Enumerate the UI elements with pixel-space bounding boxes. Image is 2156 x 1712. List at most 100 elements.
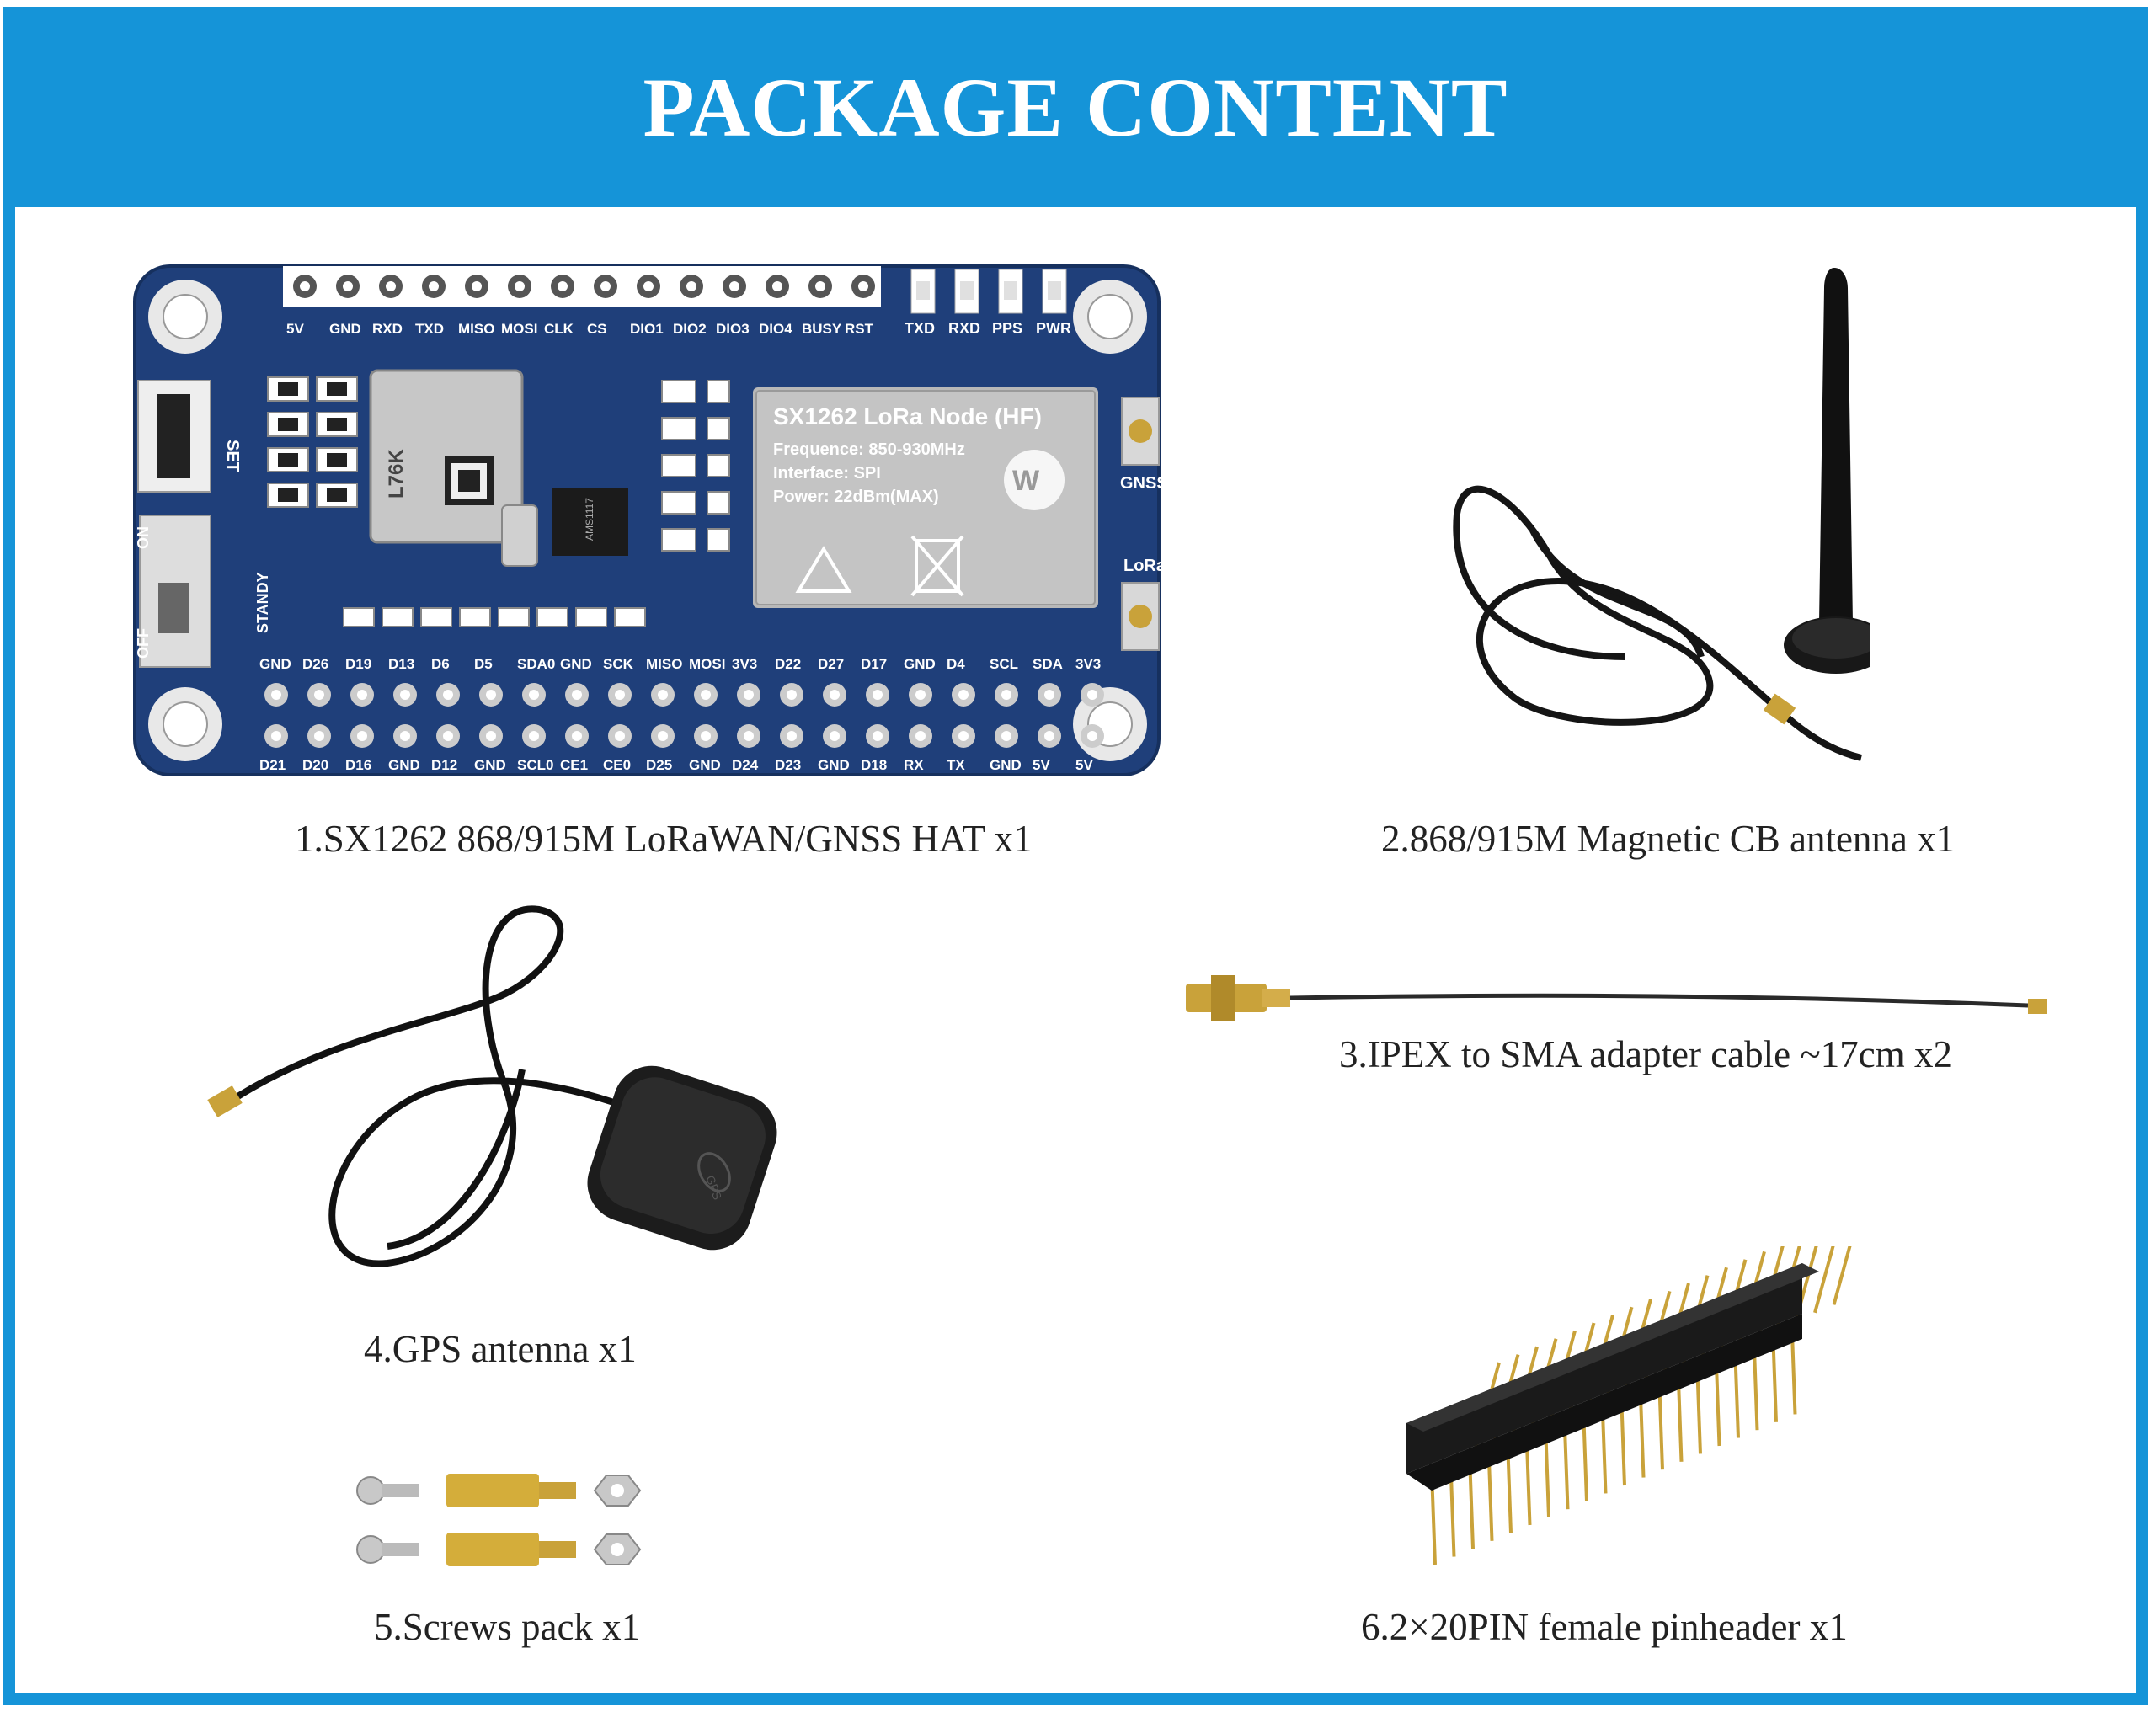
module-line-interface: Interface: SPI <box>773 464 881 483</box>
smd-component <box>661 528 696 552</box>
top-pin-label: BUSY <box>802 321 842 337</box>
gpio-top-label: D26 <box>302 656 328 672</box>
gpio-bottom-label: D24 <box>732 757 759 773</box>
switch-off-label: OFF <box>135 628 152 659</box>
weee-bin-icon <box>915 539 960 593</box>
screw-row-1 <box>356 1474 642 1507</box>
gpio-bottom-label: GND <box>689 757 721 773</box>
antenna-whip <box>1819 268 1853 623</box>
regulator-text: AMS1117 <box>584 498 595 541</box>
gpio-bottom-label: D16 <box>345 757 371 773</box>
voltage-regulator <box>552 488 628 556</box>
screw-row-2 <box>356 1533 642 1566</box>
gpio-top-label: D27 <box>818 656 844 672</box>
smd-component <box>661 380 696 403</box>
gps-sma-connector <box>207 1085 243 1117</box>
smd-component <box>707 454 730 477</box>
gpio-bottom-label: 5V <box>1075 757 1093 773</box>
module-title: SX1262 LoRa Node (HF) <box>773 403 1042 429</box>
page-title: PACKAGE CONTENT <box>643 60 1508 154</box>
gpio-top-label: GND <box>259 656 291 672</box>
antenna-cable <box>1453 485 1862 761</box>
caption-5: 5.Screws pack x1 <box>374 1606 641 1648</box>
ipex-connector <box>2028 999 2047 1014</box>
top-pin-row <box>293 275 875 298</box>
mounting-holes <box>148 280 1147 761</box>
top-pin-label: CLK <box>544 321 574 337</box>
gpio-top-label: D19 <box>345 656 371 672</box>
gpio-top-label: D13 <box>388 656 414 672</box>
module-line-frequence: Frequence: 850-930MHz <box>773 440 965 459</box>
top-pin-label: MOSI <box>501 321 537 337</box>
gpio-header <box>264 683 1104 748</box>
smd-component <box>661 454 696 477</box>
smd-component <box>420 607 452 627</box>
gpio-top-label: SCL <box>990 656 1018 672</box>
smd-component <box>343 607 375 627</box>
gpio-top-label: MISO <box>646 656 682 672</box>
header-leg <box>1813 1219 1842 1314</box>
smd-component <box>267 447 309 472</box>
caption-6: 6.2×20PIN female pinheader x1 <box>1361 1606 1848 1648</box>
led-label: RXD <box>948 320 980 337</box>
top-pin-label: DIO2 <box>673 321 707 337</box>
gpio-top-labels: GND D26 D19 D13 D6 D5 SDA0 GND SCK MISO MOSI 3V3 D22… <box>259 656 1101 672</box>
led-label: TXD <box>905 320 935 337</box>
ipex-sma-cable-image <box>1186 975 2047 1021</box>
smd-component <box>614 607 646 627</box>
gpio-bottom-label: 5V <box>1033 757 1050 773</box>
passive-components <box>267 376 730 627</box>
module-line-power: Power: 22dBm(MAX) <box>773 488 939 506</box>
gps-antenna-image: GPS <box>207 905 777 1267</box>
gpio-top-label: SDA <box>1033 656 1063 672</box>
led-label: PWR <box>1036 320 1071 337</box>
smd-component <box>459 607 491 627</box>
title-banner: PACKAGE CONTENT <box>3 7 2148 207</box>
lora-label: LoRa <box>1123 557 1161 575</box>
esd-warning-icon <box>795 546 852 593</box>
caption-4: 4.GPS antenna x1 <box>364 1328 637 1370</box>
item-screws-pack <box>354 1457 657 1583</box>
gpio-top-label: 3V3 <box>732 656 757 672</box>
gpio-top-label: GND <box>904 656 936 672</box>
header-leg <box>1832 1211 1861 1305</box>
gpio-top-label: D22 <box>775 656 801 672</box>
top-pin-label: DIO1 <box>630 321 664 337</box>
caption-3: 3.IPEX to SMA adapter cable ~17cm x2 <box>1339 1033 1952 1075</box>
gpio-bottom-label: D20 <box>302 757 328 773</box>
gpio-top-label: D5 <box>474 656 493 672</box>
gpio-bottom-label: D12 <box>431 757 457 773</box>
top-pin-label: TXD <box>415 321 444 337</box>
screws-pack-image <box>356 1474 642 1566</box>
gpio-top-label: 3V3 <box>1075 656 1101 672</box>
gnss-label: GNSS <box>1120 474 1161 493</box>
gpio-bottom-label: D23 <box>775 757 801 773</box>
gpio-top-label: MOSI <box>689 656 725 672</box>
top-pin-label: RST <box>845 321 874 337</box>
smd-component <box>382 607 414 627</box>
gpio-top-label: SDA0 <box>517 656 555 672</box>
smd-component <box>707 380 730 403</box>
gpio-top-label: D17 <box>861 656 887 672</box>
gpio-top-label: D6 <box>431 656 450 672</box>
gpio-bottom-label: GND <box>990 757 1022 773</box>
top-pin-label: DIO4 <box>759 321 792 337</box>
gps-module-text: L76K <box>385 449 408 499</box>
top-pin-label: 5V <box>286 321 304 337</box>
gpio-bottom-label: GND <box>474 757 506 773</box>
gpio-bottom-label: GND <box>388 757 420 773</box>
item-magnetic-antenna <box>1432 261 1888 783</box>
gpio-top-label: SCK <box>603 656 634 672</box>
item-gps-antenna: GPS <box>202 901 792 1314</box>
caption-1: 1.SX1262 868/915M LoRaWAN/GNSS HAT x1 <box>295 818 1033 860</box>
gpio-bottom-label: CE0 <box>603 757 631 773</box>
gpio-bottom-label: CE1 <box>560 757 588 773</box>
switch-standy-label: STANDY <box>254 572 271 633</box>
smd-component <box>498 607 530 627</box>
smd-component <box>575 607 607 627</box>
switch-on-label: ON <box>135 526 152 549</box>
gpio-bottom-label: SCL0 <box>517 757 553 773</box>
smd-component <box>707 528 730 552</box>
